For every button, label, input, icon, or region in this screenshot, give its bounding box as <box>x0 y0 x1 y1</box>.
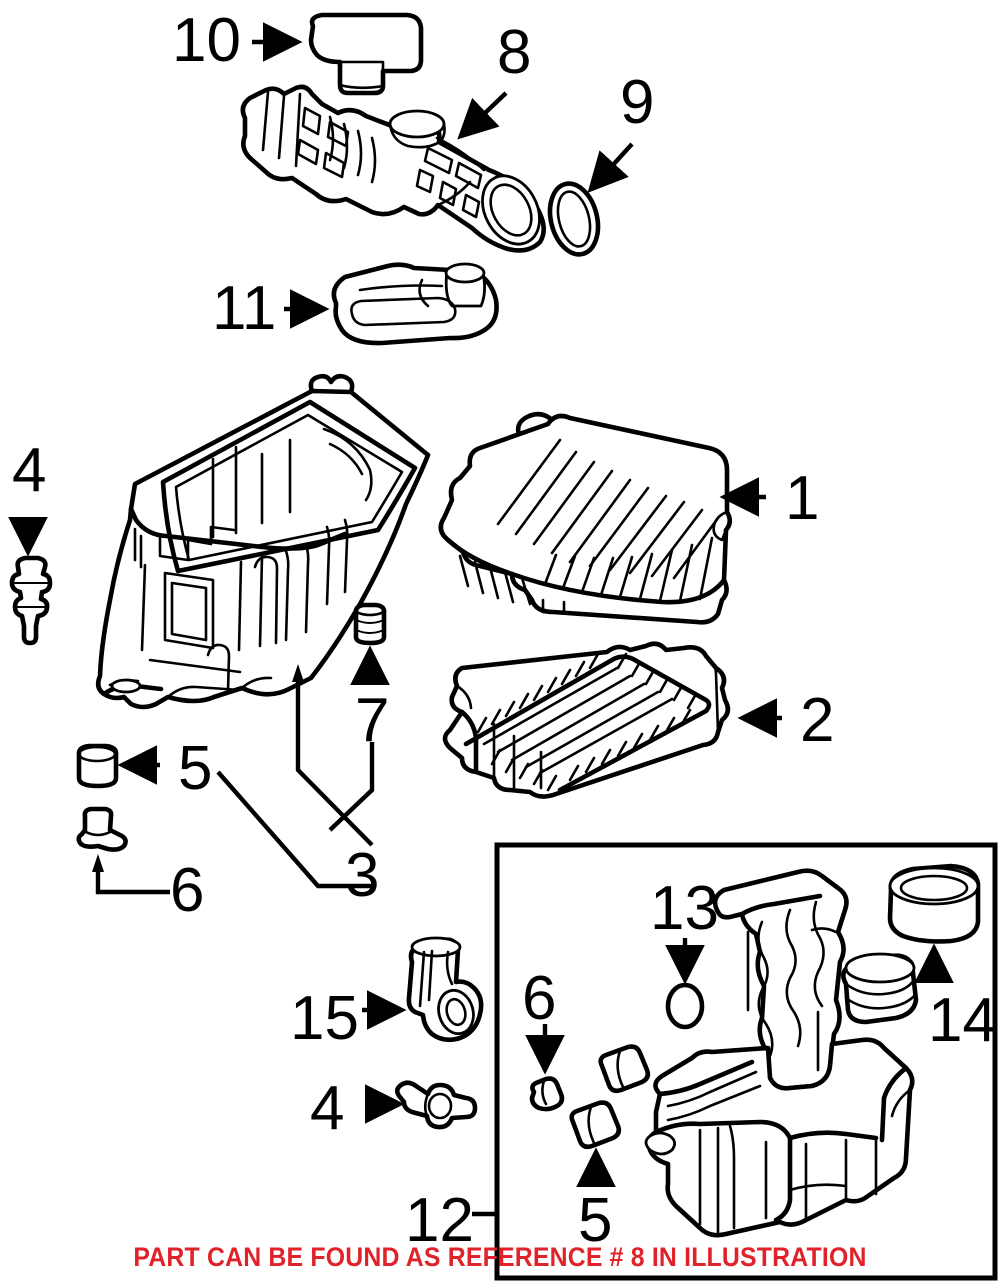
callout-label-12: 12 <box>405 1186 474 1255</box>
callout-label-1: 1 <box>785 464 820 533</box>
part-grommet-stopper <box>353 602 387 646</box>
part-air-cleaner-cover <box>438 411 733 625</box>
callout-label-10: 10 <box>172 6 241 75</box>
part-intake-air-resonator <box>406 936 484 1043</box>
part-inset-collar-ring <box>887 863 981 944</box>
callout-label-13: 13 <box>650 874 719 943</box>
callout-label-5-inset: 5 <box>578 1186 613 1255</box>
callout-label-4-alt: 4 <box>310 1074 345 1143</box>
callout-label-2: 2 <box>800 686 835 755</box>
part-mounting-bolt <box>9 555 53 646</box>
callout-label-4: 4 <box>12 436 47 505</box>
part-intake-duct-cover <box>331 262 499 346</box>
callout-label-5: 5 <box>178 734 213 803</box>
part-air-filter-element <box>442 641 731 799</box>
part-inset-bushing <box>569 1100 622 1150</box>
reference-note: PART CAN BE FOUND AS REFERENCE # 8 IN IL… <box>133 1242 867 1272</box>
callout-leaders <box>8 22 954 1217</box>
callout-label-7: 7 <box>355 686 390 755</box>
part-mounting-bolt-alt <box>394 1080 478 1130</box>
part-inset-collar-upper <box>598 1044 651 1094</box>
callout-label-6: 6 <box>170 856 205 925</box>
callout-label-9: 9 <box>620 68 655 137</box>
part-rubber-mount-bushing <box>76 743 119 789</box>
callout-label-8: 8 <box>497 18 532 87</box>
part-inset-grommet-oval <box>665 982 705 1030</box>
part-resonator-chamber <box>240 84 546 253</box>
part-collar-grommet <box>76 806 128 852</box>
part-inset-air-cleaner-body <box>644 868 919 1238</box>
callout-label-6-inset: 6 <box>522 964 557 1033</box>
part-air-cleaner-housing <box>95 373 431 710</box>
part-o-ring-seal <box>547 181 601 257</box>
part-inset-collar-small <box>529 1076 565 1112</box>
callout-label-3: 3 <box>345 841 380 910</box>
part-air-intake-tube <box>308 12 424 96</box>
callout-label-11: 11 <box>212 274 277 343</box>
callout-label-15: 15 <box>290 984 359 1053</box>
callout-label-14: 14 <box>928 986 997 1055</box>
